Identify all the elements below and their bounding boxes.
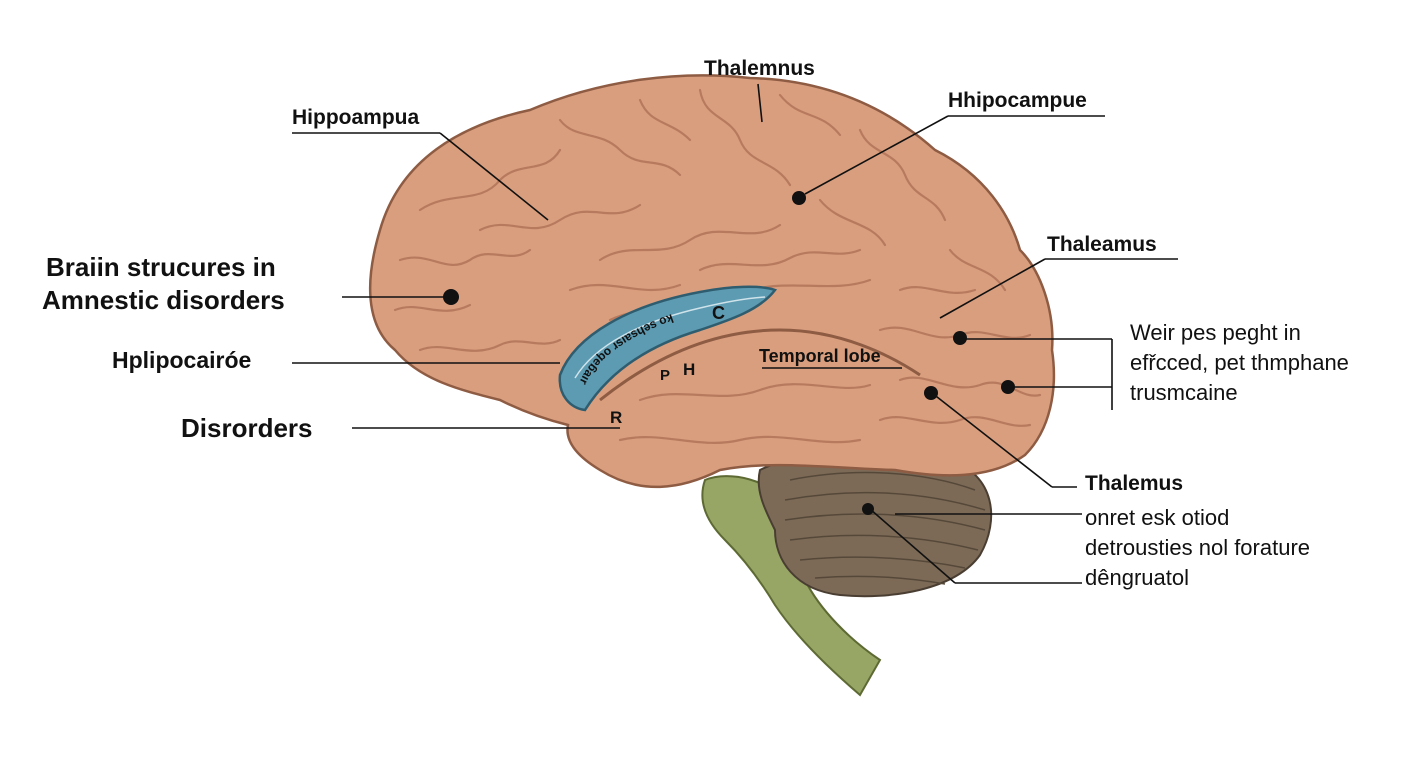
marker-dots [443,191,1015,515]
inner-letter-c: C [712,303,725,323]
description-right-mid-line-3: trusmcaine [1130,380,1238,405]
label-temporal-lobe: Temporal lobe [759,346,881,366]
description-right-low-line-3: dêngruatol [1085,565,1189,590]
hippocampus-inner-line [574,296,766,379]
label-left-low: Disrorders [181,413,313,443]
label-top-right: Hhipocampue [948,89,1087,112]
lateral-fissure [599,328,921,402]
description-right-low: onret esk otiod detrousties nol forature… [1085,503,1310,593]
label-left-mid: Hplipocairóe [112,347,252,373]
title-line-2: Amnestic disorders [42,285,285,315]
leader-lines [292,83,1178,584]
label-top-center: Thalemnus [704,57,815,80]
description-right-mid: Weir pes peght in efřcced, pet thmphane … [1130,318,1349,408]
cerebellum-folia [784,471,986,585]
label-right-upper: Thaleamus [1047,233,1157,256]
inner-letter-h: H [683,360,696,379]
title-line-1: Braiin strucures in [46,252,276,282]
label-right-low-title: Thalemus [1085,472,1184,495]
inner-letter-r: R [610,408,623,427]
cerebrum [368,74,1056,489]
inner-letter-p: P [660,367,671,384]
description-right-low-line-1: onret esk otiod [1085,505,1230,530]
label-top-left: Hippoampua [292,106,420,129]
cortex-gyri [393,88,1042,444]
description-right-mid-line-1: Weir pes peght in [1130,320,1301,345]
description-right-low-line-2: detrousties nol forature [1085,535,1311,560]
hippocampus-band [558,285,778,412]
description-right-mid-line-2: efřcced, pet thmphane [1130,350,1349,375]
